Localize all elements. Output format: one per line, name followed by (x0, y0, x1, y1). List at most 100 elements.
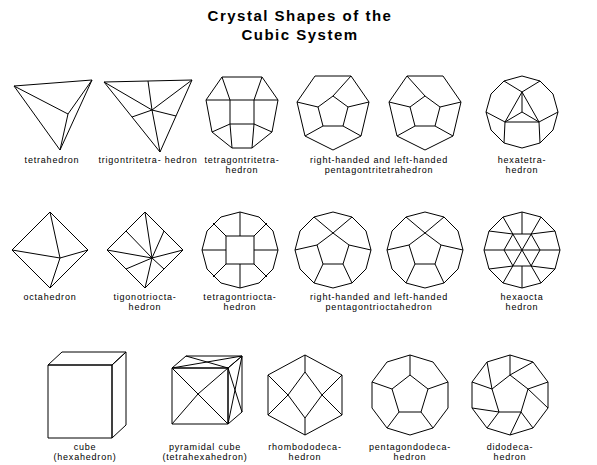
crystal-edge (226, 236, 254, 264)
crystal-edge (389, 76, 461, 150)
crystal-edge (510, 412, 521, 435)
crystal-edge (206, 77, 278, 148)
crystal-edge (349, 245, 371, 250)
crystal-edge (333, 217, 352, 233)
crystal-edge (60, 114, 68, 150)
crystal-edge (504, 81, 522, 92)
crystal-edge (172, 394, 198, 424)
crystal-edge (489, 266, 513, 269)
crystal-edge (107, 212, 183, 288)
crystal-edge (314, 217, 333, 233)
crystal-edge (387, 245, 409, 250)
crystal-edge (522, 112, 539, 122)
crystal-edge (343, 126, 361, 136)
crystal-edge (14, 80, 92, 150)
shape-label: tetragontriocta- hedron (189, 292, 291, 312)
crystal-edge (148, 81, 152, 110)
crystal-edge (254, 264, 267, 277)
crystal-edge (198, 368, 228, 394)
crystal-edge (410, 355, 411, 375)
crystal-edge (145, 258, 152, 288)
crystal-edge (528, 382, 548, 389)
crystal-edge (389, 102, 410, 107)
shape-label: didodeca- hedron (477, 442, 543, 462)
trigontritetrahedron-figure (104, 80, 192, 152)
crystal-edge (295, 212, 371, 288)
crystal-edge (397, 126, 415, 136)
diagram-title: Crystal Shapes of the Cubic System (195, 6, 405, 44)
crystal-edge (172, 368, 198, 394)
crystal-edge (472, 382, 492, 389)
crystal-edge (486, 76, 558, 148)
crystal-edge (254, 100, 278, 132)
crystal-edge (425, 217, 444, 233)
pentagontritetrahedron-left-figure (389, 76, 461, 150)
crystal-edge (172, 362, 207, 368)
crystal-edge (240, 212, 241, 236)
cube-figure (48, 352, 126, 438)
crystal-edge (317, 233, 349, 264)
crystal-edge (50, 212, 60, 288)
crystal-edge (343, 264, 352, 283)
crystal-edge (126, 258, 152, 269)
crystal-edge (202, 212, 278, 288)
crystal-edge (235, 390, 242, 412)
crystal-edge (104, 80, 192, 110)
crystal-edge (222, 77, 262, 100)
crystal-edge (487, 362, 492, 389)
crystal-edge (207, 356, 242, 362)
crystal-edge (112, 352, 126, 438)
crystal-edge (186, 356, 207, 362)
hexaoctahedron-figure (484, 212, 560, 288)
crystal-edge (539, 122, 540, 143)
crystal-edge (410, 96, 440, 126)
crystal-edge (268, 375, 288, 395)
crystal-edge (407, 76, 425, 96)
rhombododecahedron-figure (268, 355, 342, 435)
crystal-edge (528, 389, 548, 408)
crystal-edge (213, 223, 226, 236)
crystal-edge (12, 212, 88, 288)
crystal-edge (254, 223, 267, 236)
pentagontrioctahedron-right-figure (295, 212, 371, 288)
crystal-edge (126, 231, 152, 258)
tetragontrioctahedron-figure (202, 212, 278, 288)
crystal-edge (152, 231, 164, 258)
crystal-edge (295, 245, 317, 250)
pentagontritetrahedron-right-figure (297, 76, 369, 150)
shape-label: trigontritetra- hedron (98, 155, 198, 165)
shape-label: tetragontritetra- hedron (187, 155, 297, 175)
crystal-edge (314, 264, 323, 283)
crystal-edge (487, 412, 499, 428)
crystal-edge (254, 250, 278, 251)
crystal-edge (522, 81, 540, 92)
crystal-edge (387, 212, 463, 288)
crystal-edge (228, 368, 235, 390)
crystal-edge (322, 375, 342, 395)
crystal-edge (387, 412, 399, 428)
crystal-edge (48, 365, 112, 438)
crystal-edge (152, 250, 183, 258)
crystal-edge (318, 96, 348, 126)
crystal-edge (435, 264, 444, 283)
crystal-edge (297, 102, 318, 107)
shape-label: hexatetra- hedron (484, 155, 560, 175)
crystal-edge (297, 76, 369, 150)
crystal-edge (505, 112, 522, 122)
crystal-edge (435, 126, 453, 136)
tetragontritetrahedron-figure (206, 77, 278, 148)
crystal-edge (172, 368, 228, 424)
shape-label: tigonotriocta- hedron (97, 292, 193, 312)
pentagondodecahedron-figure (372, 355, 448, 435)
shape-label: right-handed and left-handed pentagontri… (284, 292, 474, 312)
crystal-edge (268, 395, 288, 415)
crystal-edge (228, 390, 235, 424)
crystal-edge (202, 250, 226, 251)
crystal-edge (510, 362, 533, 375)
crystal-edge (428, 382, 448, 389)
crystal-edge (198, 394, 228, 424)
crystal-edge (505, 92, 539, 122)
crystal-edge (392, 375, 428, 412)
crystal-edge (486, 112, 505, 122)
